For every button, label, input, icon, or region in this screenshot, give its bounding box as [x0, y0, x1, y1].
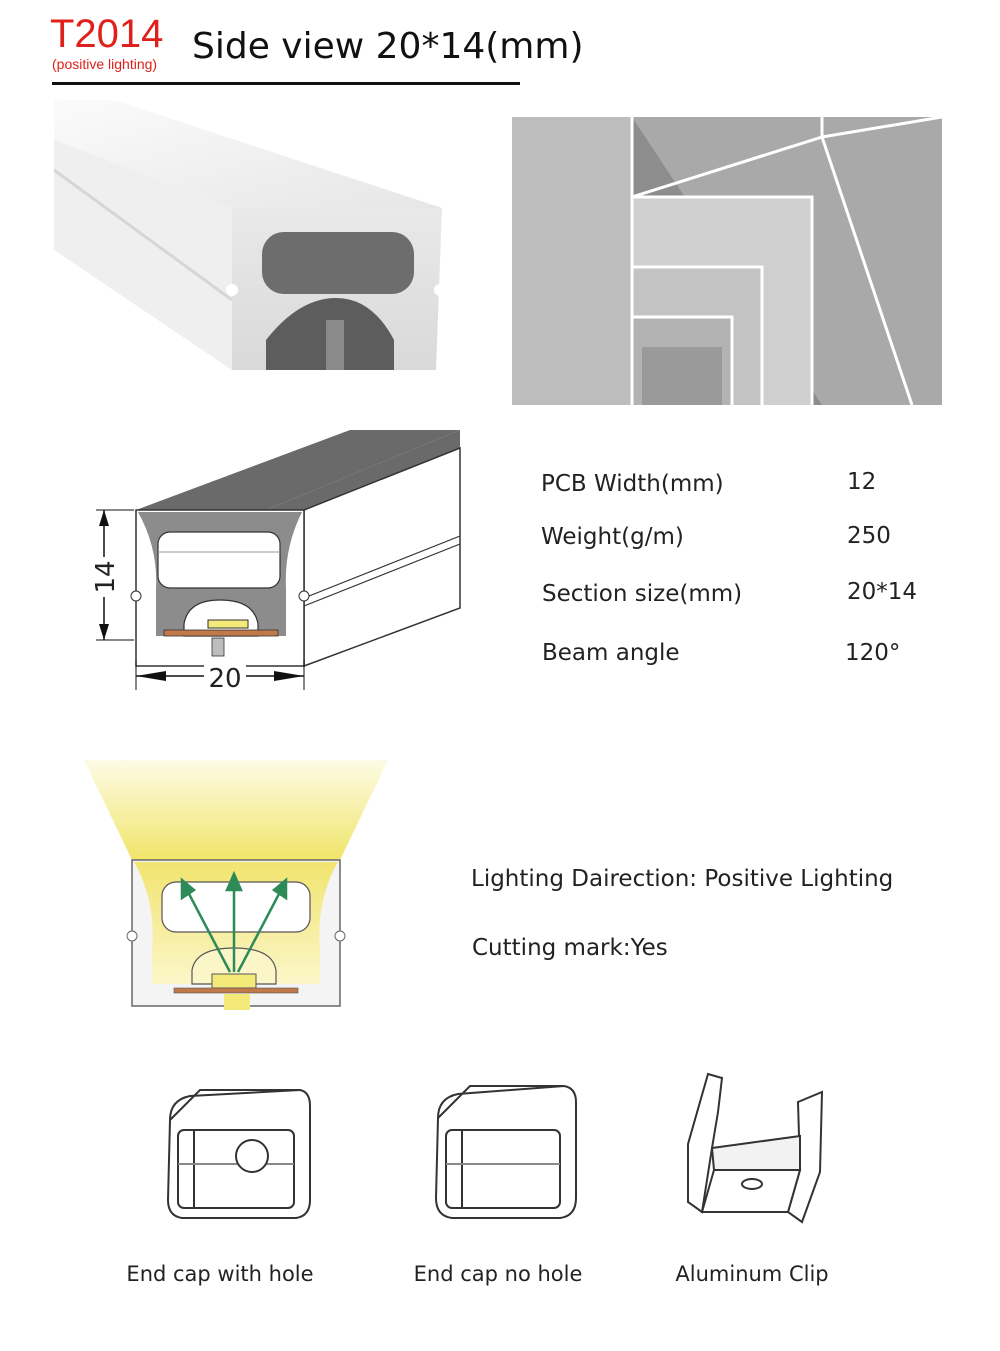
dimension-height-label: 14: [91, 557, 121, 597]
spec-label-pcb-width: PCB Width(mm): [541, 471, 724, 497]
end-cap-no-hole-image: [434, 1084, 577, 1219]
product-render-image: [54, 100, 446, 370]
model-subtitle: (positive lighting): [52, 56, 158, 72]
technical-drawing: [96, 430, 461, 690]
page-title: Side view 20*14(mm): [192, 26, 584, 67]
spec-label-weight: Weight(g/m): [541, 524, 684, 550]
accessory-label-aluminum-clip: Aluminum Clip: [675, 1262, 829, 1286]
spec-value-pcb-width: 12: [847, 469, 877, 495]
installation-photo-image: [512, 117, 942, 405]
accessory-label-end-cap-with-hole: End cap with hole: [126, 1262, 314, 1286]
end-cap-with-hole-image: [166, 1088, 311, 1219]
accessory-label-end-cap-no-hole: End cap no hole: [413, 1262, 583, 1286]
spec-value-section-size: 20*14: [847, 579, 918, 605]
lighting-direction-text: Lighting Dairection: Positive Lighting: [471, 866, 894, 892]
lighting-direction-diagram: [84, 760, 388, 1010]
spec-value-weight: 250: [847, 523, 891, 549]
aluminum-clip-image: [687, 1072, 824, 1224]
model-code: T2014: [50, 12, 164, 56]
cutting-mark-text: Cutting mark:Yes: [472, 935, 668, 961]
spec-label-beam-angle: Beam angle: [542, 640, 680, 666]
title-underline: [52, 82, 520, 85]
dimension-width-label: 20: [204, 664, 246, 694]
spec-label-section-size: Section size(mm): [542, 581, 743, 607]
spec-value-beam-angle: 120°: [845, 640, 901, 666]
